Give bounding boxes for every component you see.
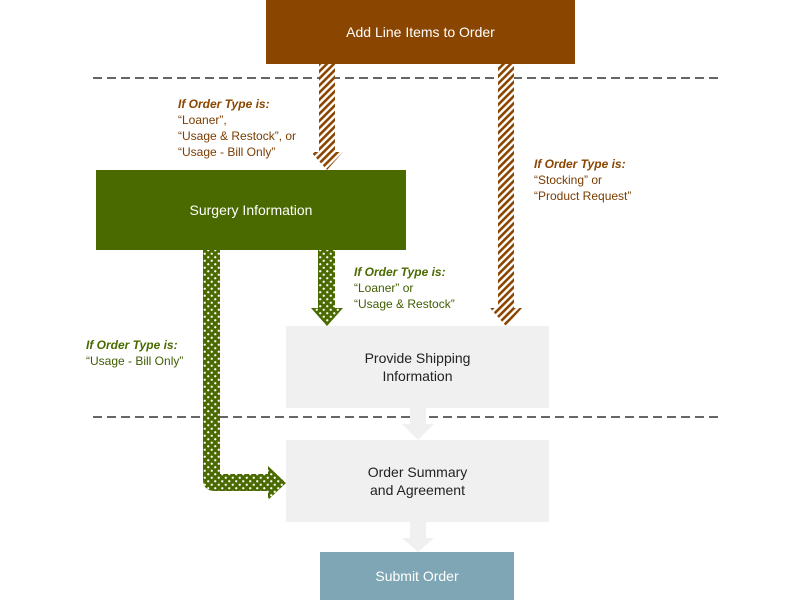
submit-order-label: Submit Order — [375, 568, 459, 584]
condition-label: If Order Type is: — [86, 338, 178, 352]
surgery-information-label: Surgery Information — [189, 202, 313, 218]
add-line-items-label: Add Line Items to Order — [346, 24, 495, 40]
condition-line: “Product Request” — [534, 189, 632, 203]
condition-note-surgery-path: If Order Type is: “Loaner”, “Usage & Res… — [178, 96, 296, 160]
arrow-surgery-to-shipping — [311, 250, 343, 326]
surgery-information-node: Surgery Information — [96, 170, 406, 250]
condition-line: “Usage - Bill Only” — [178, 145, 276, 159]
condition-line: “Loaner” or — [354, 281, 414, 295]
arrow-to-surgery — [311, 64, 343, 170]
condition-line: “Usage - Bill Only” — [86, 354, 184, 368]
shipping-label-line-1: Provide Shipping — [364, 350, 471, 366]
summary-label-line-2: and Agreement — [370, 482, 465, 498]
shipping-information-node: Provide Shipping Information — [286, 326, 549, 408]
condition-note-bill-only-path: If Order Type is: “Usage - Bill Only” — [86, 337, 183, 369]
condition-label: If Order Type is: — [354, 265, 446, 279]
summary-label-line-1: Order Summary — [367, 464, 468, 480]
arrow-summary-to-submit — [402, 522, 434, 552]
arrow-to-shipping-stocking — [490, 64, 522, 326]
condition-line: “Usage & Restock”, or — [178, 129, 297, 143]
condition-line: “Loaner”, — [178, 113, 227, 127]
condition-line: “Usage & Restock” — [354, 297, 455, 311]
submit-order-node: Submit Order — [320, 552, 514, 600]
condition-label: If Order Type is: — [534, 157, 626, 171]
add-line-items-node: Add Line Items to Order — [266, 0, 575, 64]
condition-note-stocking-path: If Order Type is: “Stocking” or “Product… — [534, 156, 631, 204]
arrow-surgery-to-summary — [203, 250, 286, 500]
condition-label: If Order Type is: — [178, 97, 270, 111]
condition-line: “Stocking” or — [534, 173, 603, 187]
shipping-label-line-2: Information — [382, 368, 453, 384]
condition-note-shipping-path: If Order Type is: “Loaner” or “Usage & R… — [354, 264, 455, 312]
arrow-shipping-to-summary — [402, 408, 434, 440]
order-summary-node: Order Summary and Agreement — [286, 440, 549, 522]
